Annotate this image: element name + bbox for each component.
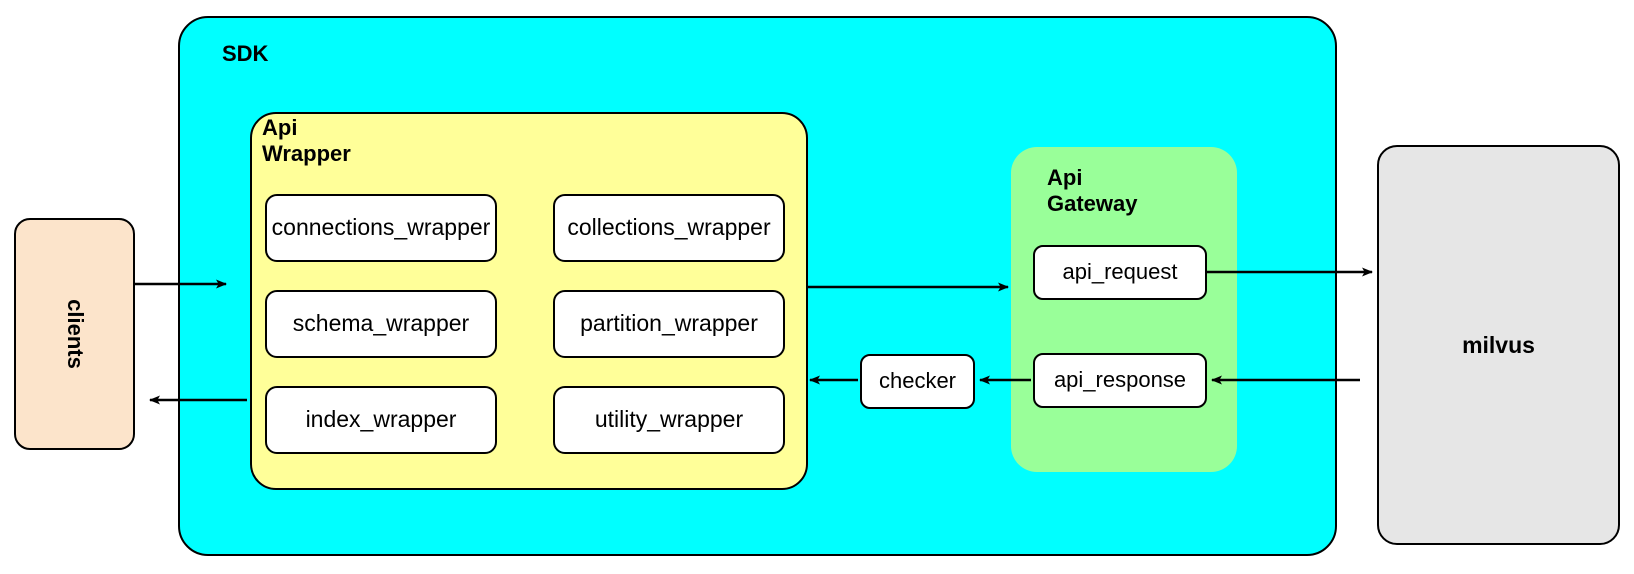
node-label: api_response [1053,367,1187,393]
clients-label: clients [62,299,88,369]
milvus-label: milvus [1462,331,1535,358]
node-connections-wrapper[interactable]: connections_wrapper [265,194,497,262]
sdk-title: SDK [222,41,269,66]
node-partition-wrapper[interactable]: partition_wrapper [553,290,785,358]
node-label: index_wrapper [305,406,457,433]
node-label: api_request [1062,259,1178,285]
api-wrapper-title: Api Wrapper [262,115,351,166]
milvus-box[interactable]: milvus [1377,145,1620,545]
node-label: collections_wrapper [567,214,771,241]
api-gateway-title: Api Gateway [1047,165,1138,216]
node-api-response[interactable]: api_response [1033,353,1207,408]
node-collections-wrapper[interactable]: collections_wrapper [553,194,785,262]
node-index-wrapper[interactable]: index_wrapper [265,386,497,454]
node-label: checker [878,368,957,394]
node-label: schema_wrapper [292,310,470,337]
node-schema-wrapper[interactable]: schema_wrapper [265,290,497,358]
node-checker[interactable]: checker [860,354,975,409]
clients-box[interactable]: clients [14,218,135,450]
node-utility-wrapper[interactable]: utility_wrapper [553,386,785,454]
api-gateway-container [1011,147,1237,472]
node-label: partition_wrapper [580,310,758,337]
node-api-request[interactable]: api_request [1033,245,1207,300]
node-label: connections_wrapper [271,214,491,241]
node-label: utility_wrapper [594,406,744,433]
